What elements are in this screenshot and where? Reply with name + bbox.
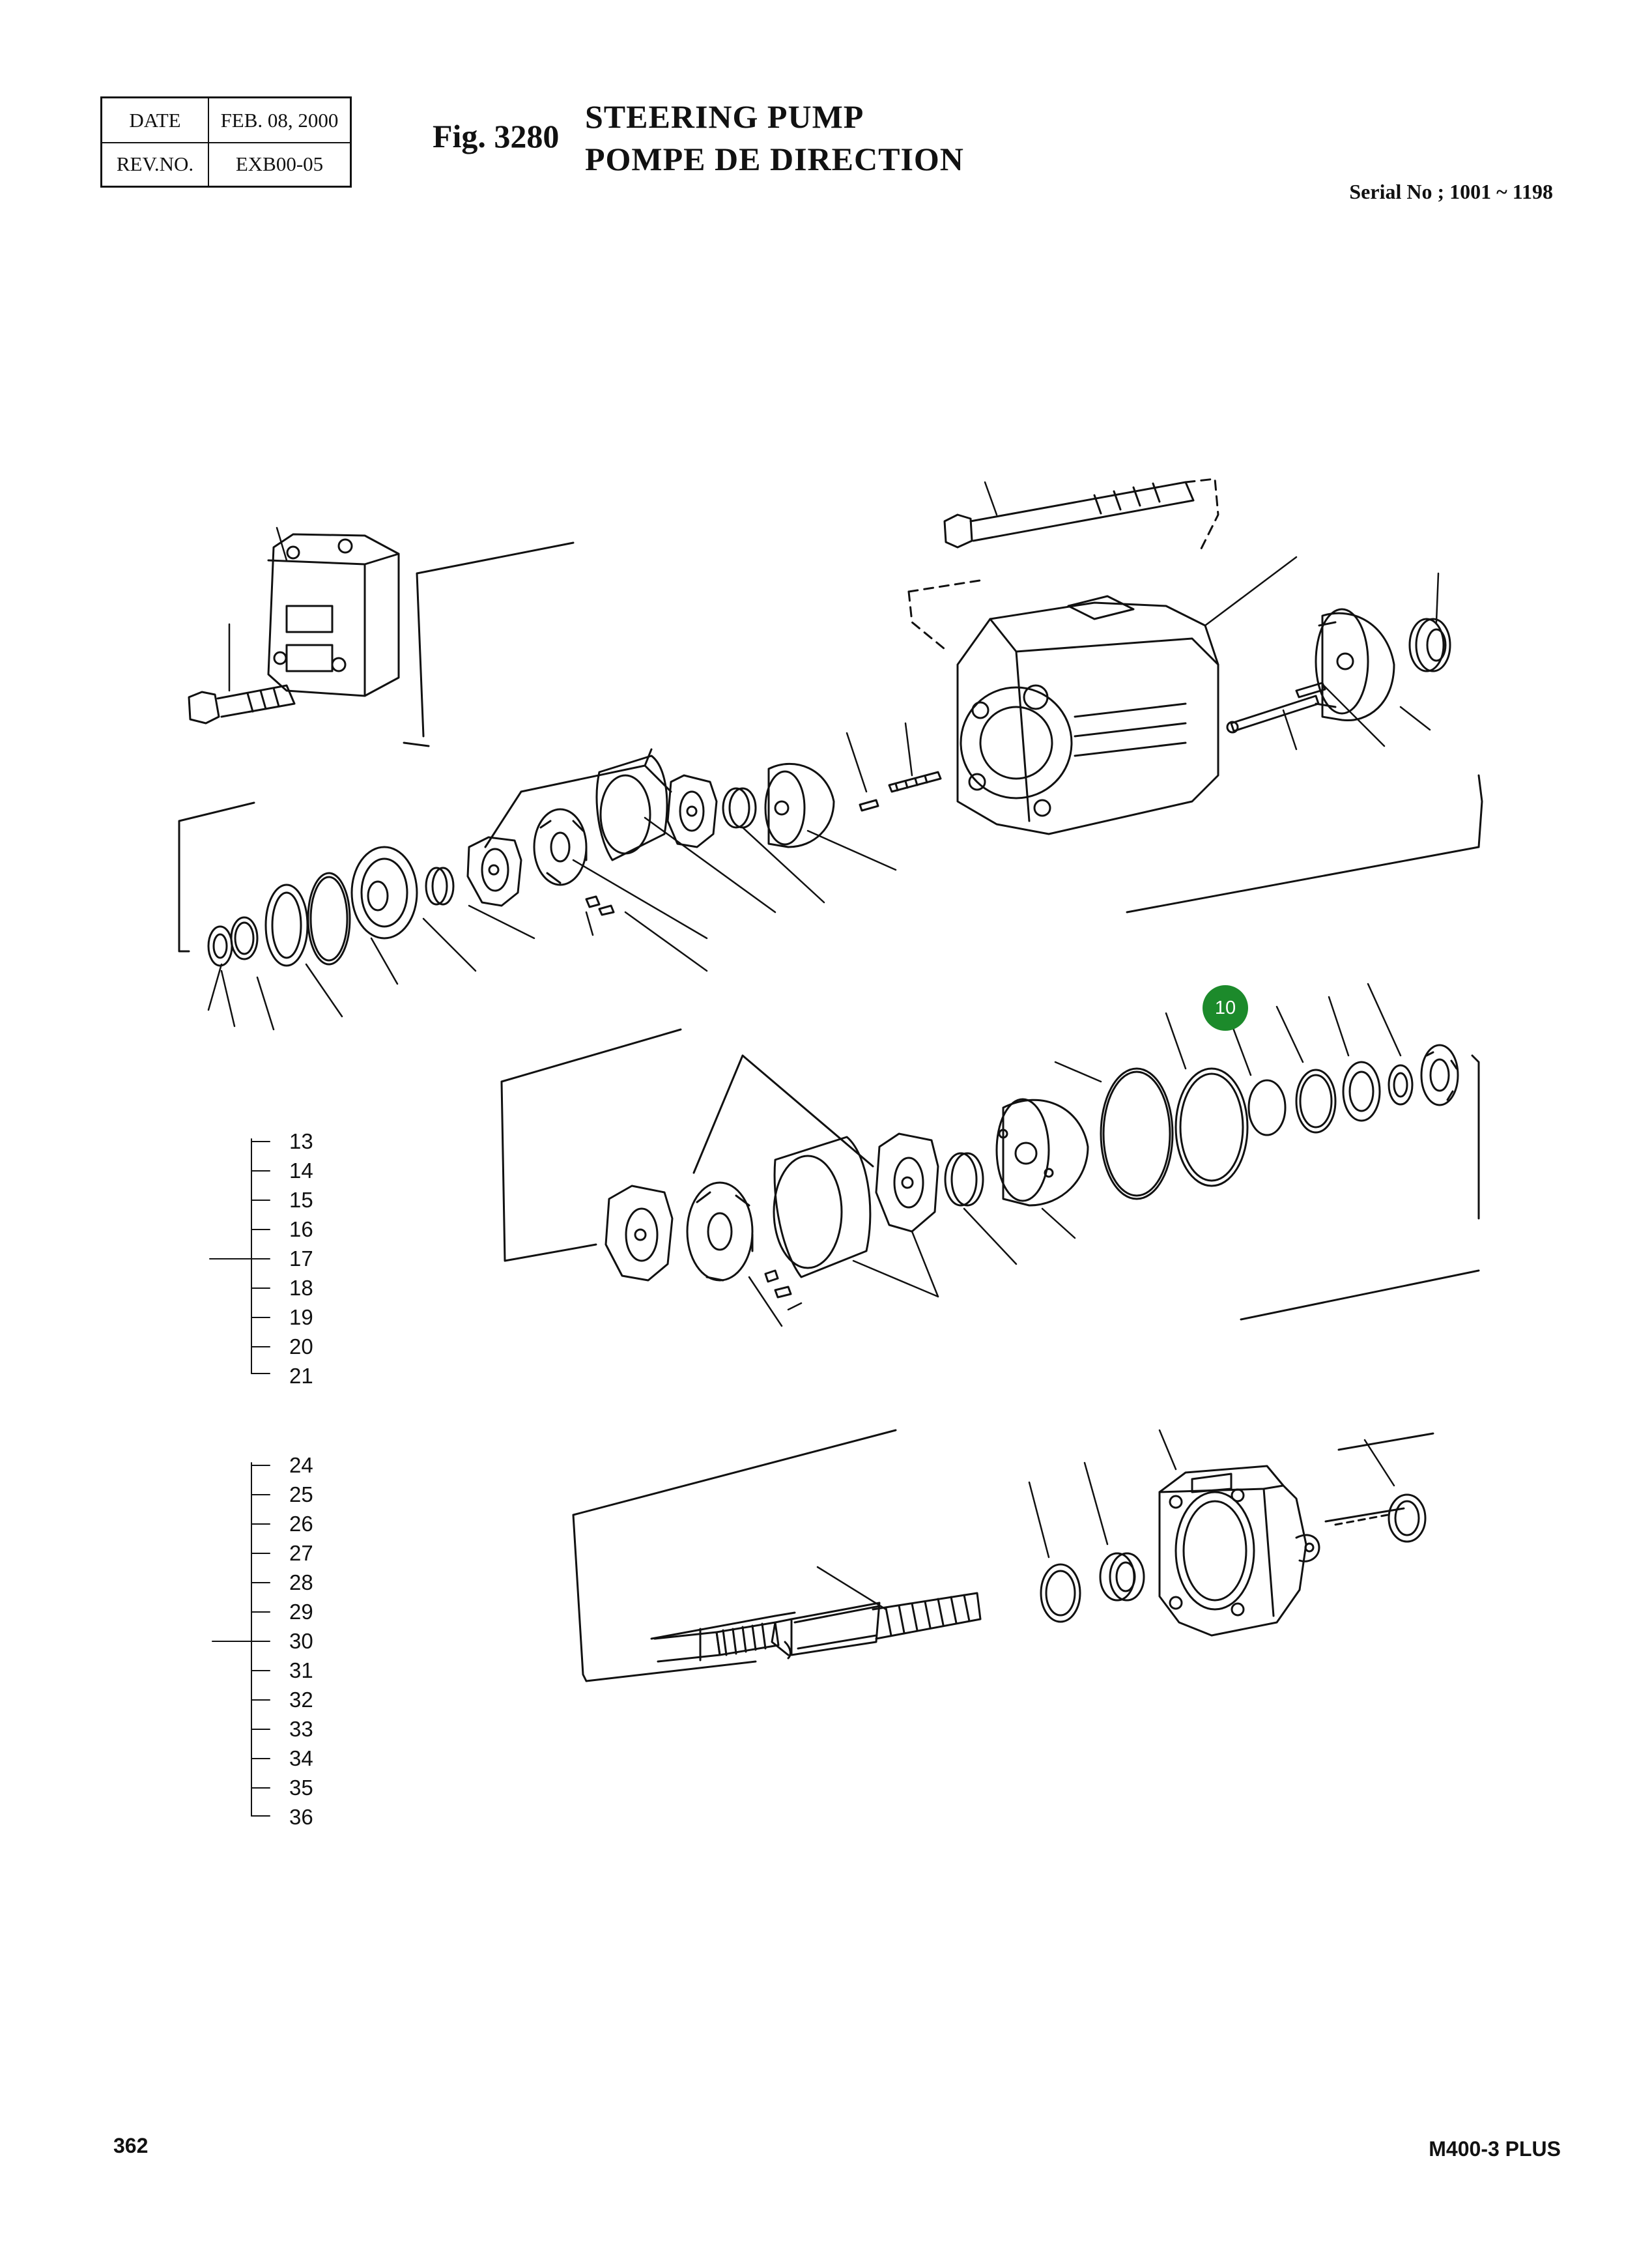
rev-row: REV.NO. EXB00-05 [102, 142, 350, 186]
mid-bushing-part [945, 1153, 983, 1205]
mid-port-plate-part [606, 1186, 672, 1280]
index-31: 31 [289, 1658, 313, 1682]
upper-ring-part [266, 885, 307, 966]
mid-o-ring-10-part [1176, 1069, 1247, 1186]
lower-bearing-part [1100, 1553, 1144, 1600]
index-bracket-2 [212, 1463, 270, 1816]
index-14: 14 [289, 1158, 313, 1183]
pump-cover-part [268, 534, 399, 696]
lower-dash-guide [1335, 1515, 1388, 1525]
front-housing-part [1160, 1466, 1319, 1635]
mid-washer-part [1389, 1065, 1412, 1104]
title-french: POMPE DE DIRECTION [585, 141, 964, 177]
pump-housing-part [958, 596, 1218, 834]
date-label: DATE [102, 98, 209, 142]
index-25: 25 [289, 1482, 313, 1506]
pin-part [860, 772, 941, 811]
lower-frame [573, 1430, 1433, 1681]
index-20: 20 [289, 1334, 313, 1359]
page-number: 362 [113, 2134, 149, 2157]
index-21: 21 [289, 1364, 313, 1388]
date-value: FEB. 08, 2000 [220, 108, 339, 132]
index-29: 29 [289, 1600, 313, 1624]
middle-frame [502, 1029, 1479, 1319]
index-35: 35 [289, 1776, 313, 1800]
front-seal-part [1389, 1495, 1425, 1542]
drive-shaft-part [651, 1593, 980, 1661]
index-27: 27 [289, 1541, 313, 1565]
model-name: M400-3 PLUS [1429, 2137, 1561, 2161]
serial-range: Serial No ; 1001 ~ 1198 [1349, 180, 1553, 203]
upper-small-ring-part [208, 927, 232, 966]
mid-side-plate-part [876, 1134, 938, 1231]
mid-ring-part [1249, 1080, 1285, 1135]
mid-pressure-plate-part [997, 1099, 1088, 1205]
rev-value: EXB00-05 [235, 152, 324, 175]
upper-flange-part [352, 847, 417, 938]
rev-label: REV.NO. [102, 142, 209, 186]
mid-seal-part [1343, 1062, 1380, 1121]
upper-bracket [485, 749, 671, 847]
mid-rotor-part [687, 1183, 752, 1280]
mid-cam-ring-part [774, 1137, 870, 1277]
upper-washer-part [231, 917, 257, 959]
end-plate-part [1316, 609, 1394, 721]
shaft-seal-part [1410, 619, 1450, 671]
long-bolt-part [945, 482, 1193, 547]
date-row: DATE FEB. 08, 2000 [102, 98, 350, 143]
callout-badge-10[interactable]: 10 [1203, 985, 1248, 1031]
upper-port-plate-part [468, 837, 521, 906]
dowel-pin-part [1227, 696, 1318, 732]
upper-rotor-part [534, 809, 586, 885]
leader-lines-middle [749, 984, 1401, 1326]
index-17: 17 [289, 1246, 313, 1271]
index-36: 36 [289, 1805, 313, 1829]
dashed-guide [909, 479, 1218, 652]
leader-lines-upper [208, 482, 1438, 1029]
cover-bolt-part [189, 685, 294, 723]
leader-lines-lower [818, 1430, 1394, 1609]
upper-frame [179, 543, 1482, 951]
mid-vanes-part [765, 1271, 791, 1297]
index-16: 16 [289, 1217, 313, 1241]
index-19: 19 [289, 1305, 313, 1329]
index-18: 18 [289, 1276, 313, 1300]
mid-backup-ring-part [1296, 1070, 1335, 1132]
lower-snap-ring-part [1041, 1564, 1080, 1622]
index-bracket-1 [210, 1139, 270, 1374]
figure-number: Fig. 3280 [433, 118, 560, 154]
index-15: 15 [289, 1188, 313, 1212]
title-english: STEERING PUMP [585, 98, 864, 135]
upper-side-plate-part [668, 775, 717, 847]
index-32: 32 [289, 1688, 313, 1712]
small-pin-part [1296, 683, 1325, 697]
index-13: 13 [289, 1129, 313, 1153]
upper-bushing-2-part [426, 868, 453, 904]
upper-cam-ring-part [597, 756, 667, 860]
index-33: 33 [289, 1717, 313, 1741]
dashed-guide-2 [909, 580, 984, 592]
index-34: 34 [289, 1746, 313, 1770]
mid-bearing-part [1421, 1045, 1458, 1105]
mid-large-o-ring-part [1101, 1069, 1173, 1199]
upper-o-ring-part [308, 873, 350, 964]
index-28: 28 [289, 1570, 313, 1594]
upper-bushing-part [723, 788, 756, 827]
index-30: 30 [289, 1629, 313, 1653]
revision-table: DATE FEB. 08, 2000 REV.NO. EXB00-05 [100, 96, 352, 188]
upper-pressure-plate-part [765, 764, 834, 847]
index-24: 24 [289, 1453, 313, 1477]
index-26: 26 [289, 1512, 313, 1536]
upper-vanes-part [586, 897, 614, 915]
